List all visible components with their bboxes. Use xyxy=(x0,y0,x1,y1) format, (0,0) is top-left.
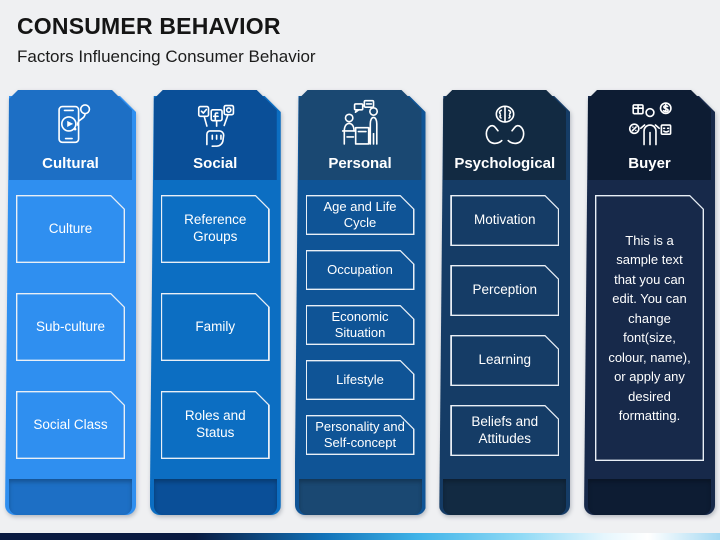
column-psychological-footer xyxy=(443,479,567,515)
hand-social-media-signs-icon xyxy=(189,99,241,151)
people-conversation-desk-icon xyxy=(334,99,386,151)
factor-label: Learning xyxy=(452,336,558,384)
factor-label: Reference Groups xyxy=(162,196,268,261)
hands-holding-brain-icon xyxy=(479,99,531,151)
column-buyer-items: This is a sample text that you can edit.… xyxy=(584,180,715,479)
factor-label: Family xyxy=(162,294,268,359)
factor-label: Sub-culture xyxy=(17,294,123,359)
factor-box: Reference Groups xyxy=(161,195,270,263)
column-social: Social Reference Groups Family Roles and… xyxy=(150,90,281,515)
factor-box: Perception xyxy=(450,265,559,316)
factor-box: Sub-culture xyxy=(16,293,125,361)
column-personal-footer xyxy=(298,479,422,515)
factor-label: Age and Life Cycle xyxy=(307,196,413,233)
factor-box: Motivation xyxy=(450,195,559,246)
factor-box: Learning xyxy=(450,335,559,386)
column-title: Social xyxy=(193,155,238,172)
column-buyer-footer xyxy=(588,479,711,515)
page-title: CONSUMER BEHAVIOR xyxy=(17,13,281,39)
factor-box: Social Class xyxy=(16,391,125,459)
factor-columns: Cultural Culture Sub-culture Social Clas… xyxy=(5,90,715,515)
page-subtitle: Factors Influencing Consumer Behavior xyxy=(17,47,316,66)
bottom-gradient-bar xyxy=(0,533,720,540)
sample-text[interactable]: This is a sample text that you can edit.… xyxy=(596,196,702,459)
column-cultural-header: Cultural xyxy=(9,90,132,180)
factor-box: Personality and Self-concept xyxy=(306,415,415,455)
column-personal: Personal Age and Life Cycle Occupation E… xyxy=(295,90,426,515)
column-personal-header: Personal xyxy=(299,90,422,180)
factor-box: Family xyxy=(161,293,270,361)
column-social-items: Reference Groups Family Roles and Status xyxy=(150,180,281,479)
column-social-footer xyxy=(153,479,277,515)
column-title: Psychological xyxy=(454,155,556,172)
factor-label: Personality and Self-concept xyxy=(307,416,413,453)
column-psychological-items: Motivation Perception Learning Beliefs a… xyxy=(439,180,570,479)
factor-label: Lifestyle xyxy=(307,361,413,398)
factor-box: Economic Situation xyxy=(306,305,415,345)
column-cultural-items: Culture Sub-culture Social Class xyxy=(5,180,136,479)
column-title: Personal xyxy=(328,155,392,172)
factor-box: Age and Life Cycle xyxy=(306,195,415,235)
column-social-header: Social xyxy=(154,90,277,180)
factor-label: Social Class xyxy=(17,392,123,457)
column-psychological: Psychological Motivation Perception Lear… xyxy=(439,90,570,515)
column-personal-items: Age and Life Cycle Occupation Economic S… xyxy=(295,180,426,479)
title-block: CONSUMER BEHAVIOR Factors Influencing Co… xyxy=(17,13,316,67)
factor-label: Culture xyxy=(17,196,123,261)
factor-label: Beliefs and Attitudes xyxy=(452,406,558,454)
column-buyer-header: Buyer xyxy=(588,90,711,180)
column-title: Buyer xyxy=(628,155,671,172)
buyer-shopping-icon xyxy=(624,99,676,151)
column-psychological-header: Psychological xyxy=(443,90,566,180)
factor-label: Perception xyxy=(452,266,558,314)
factor-label: Economic Situation xyxy=(307,306,413,343)
factor-box: Beliefs and Attitudes xyxy=(450,405,559,456)
column-cultural-footer xyxy=(9,479,132,515)
factor-box: Occupation xyxy=(306,250,415,290)
column-buyer: Buyer This is a sample text that you can… xyxy=(584,90,715,515)
factor-box: Roles and Status xyxy=(161,391,270,459)
phone-media-balloon-icon xyxy=(45,99,97,151)
factor-box: Culture xyxy=(16,195,125,263)
factor-label: Roles and Status xyxy=(162,392,268,457)
factor-label: Occupation xyxy=(307,251,413,288)
column-cultural: Cultural Culture Sub-culture Social Clas… xyxy=(5,90,136,515)
factor-box: Lifestyle xyxy=(306,360,415,400)
factor-label: Motivation xyxy=(452,196,558,244)
column-title: Cultural xyxy=(42,155,99,172)
sample-text-box: This is a sample text that you can edit.… xyxy=(595,195,704,461)
